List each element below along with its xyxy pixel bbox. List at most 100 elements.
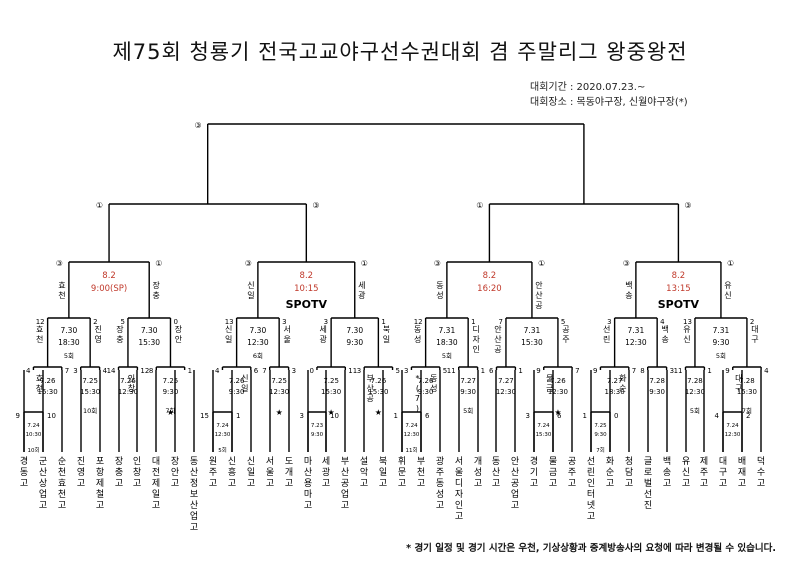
score-right: 11 — [348, 367, 357, 375]
score-left: 12 — [36, 318, 45, 326]
score-left: 9 — [593, 367, 597, 375]
game-date: 7.27 — [460, 377, 476, 385]
game-date: 7.27 — [498, 377, 514, 385]
score-right: 1 — [481, 367, 485, 375]
seed-mark: ③ — [245, 259, 252, 268]
score-left: 14 — [107, 367, 116, 375]
game-date: 8.2 — [102, 271, 116, 281]
game-date: 7.31 — [628, 326, 645, 335]
score-right: 2 — [746, 412, 750, 420]
seed-mark: ① — [476, 201, 483, 210]
game-note: 5회 — [64, 352, 74, 360]
game-time: 15:30 — [321, 388, 341, 396]
star-marker: ★ — [375, 408, 382, 417]
score-left: 9 — [725, 367, 729, 375]
game-time: 15:30 — [138, 338, 160, 347]
game-time: 9:30 — [418, 388, 434, 396]
tournament-period: 대회기간 : 2020.07.23.~ — [530, 82, 646, 93]
game-time: 12:30 — [625, 338, 647, 347]
score-right: 2 — [750, 318, 754, 326]
score-left: 4 — [715, 412, 720, 420]
score-left: 8 — [149, 367, 153, 375]
game-time: 9:30 — [163, 388, 179, 396]
score-left: 1 — [583, 412, 587, 420]
game-time: 9:30 — [229, 388, 245, 396]
score-left: 3 — [607, 318, 611, 326]
game-date: 7.30 — [346, 326, 363, 335]
game-time: 18:30 — [58, 338, 80, 347]
game-time: 10:15 — [294, 284, 319, 294]
game-date: 8.2 — [300, 271, 314, 281]
score-right: 4 — [103, 367, 108, 375]
score-right: 3 — [292, 367, 296, 375]
game-date: 7.25 — [271, 377, 287, 385]
game-date: 7.24 — [216, 423, 229, 429]
game-date: 7.26 — [418, 377, 434, 385]
game-time: 15:30 — [737, 388, 757, 396]
score-left: 13 — [683, 318, 692, 326]
game-note: 5회 — [442, 352, 452, 360]
score-right: 0 — [173, 318, 177, 326]
game-time: 12:30 — [404, 432, 420, 438]
score-right: 1 — [471, 318, 475, 326]
game-date: 7.31 — [439, 326, 456, 335]
game-time: 12:30 — [548, 388, 568, 396]
game-time: 12:30 — [118, 388, 138, 396]
score-left: 4 — [215, 367, 220, 375]
score-left: 8 — [640, 367, 644, 375]
score-right: 3 — [282, 318, 286, 326]
game-note: 7회 — [596, 446, 605, 454]
score-right: 5 — [396, 367, 400, 375]
score-right: 6 — [425, 412, 430, 420]
game-time: 18:30 — [436, 338, 458, 347]
score-right: 1 — [707, 367, 711, 375]
score-left: 3 — [73, 367, 77, 375]
score-right: 6 — [254, 367, 259, 375]
game-date: 7.30 — [141, 326, 158, 335]
seed-mark: ③ — [684, 201, 691, 210]
score-left: 7 — [262, 367, 266, 375]
score-right: 10 — [330, 412, 339, 420]
score-right: 1 — [236, 412, 240, 420]
game-date: 7.26 — [40, 377, 56, 385]
game-note: 10회 — [83, 407, 97, 415]
score-right: 6 — [557, 412, 562, 420]
game-time: 9:30 — [346, 338, 363, 347]
game-time: 12:30 — [247, 338, 269, 347]
score-right: 2 — [93, 318, 97, 326]
game-time: 12:30 — [269, 388, 289, 396]
game-note: 10회 — [27, 446, 39, 454]
score-right: 1 — [381, 318, 385, 326]
seed-mark: ③ — [195, 121, 202, 130]
